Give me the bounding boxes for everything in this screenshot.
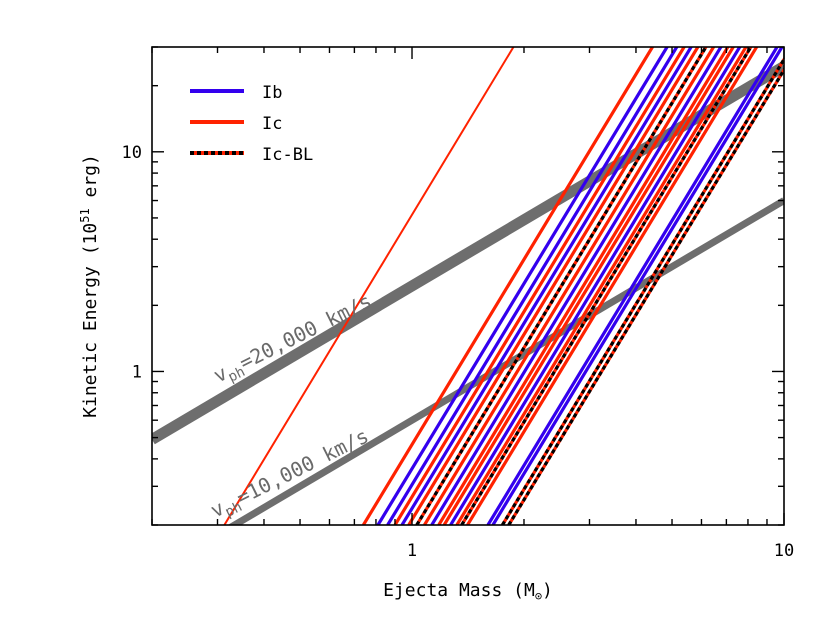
- series-line-ic-14: [466, 47, 759, 525]
- velocity-label-10000: vph=10,000 km/s: [207, 424, 375, 526]
- legend-label-ib: Ib: [262, 83, 282, 103]
- series-line-icbl-17: [501, 56, 784, 525]
- series-line-icbl-18: [507, 66, 784, 525]
- series-line-ib-8: [430, 47, 723, 525]
- series-line-ic-7: [423, 47, 716, 525]
- x-tick-label: 10: [774, 541, 794, 561]
- series-line-ic-5: [407, 47, 700, 525]
- series-line-ib-11: [449, 47, 742, 525]
- y-tick-label: 1: [132, 362, 142, 382]
- series-line-ib-2: [386, 47, 679, 525]
- x-axis-label: Ejecta Mass (M⊙): [383, 580, 553, 603]
- y-tick-label: 10: [122, 143, 142, 163]
- axis-ticks: 1 10 1 10: [122, 46, 794, 561]
- legend-label-ic: Ic: [262, 114, 282, 134]
- legend-label-icbl: Ic-BL: [262, 145, 313, 165]
- plot-frame: [151, 46, 785, 526]
- plot-lines: [152, 47, 784, 525]
- series-line-icbl-6: [415, 47, 708, 525]
- series-line-ic-0: [361, 47, 655, 525]
- series-line-ic-9: [437, 47, 730, 525]
- velocity-label-20000: vph=20,000 km/s: [210, 289, 378, 391]
- series-line-ib-4: [400, 47, 693, 525]
- series-line-ic-3: [393, 47, 686, 525]
- series-line-ib-1: [376, 47, 669, 525]
- series-line-ib-16: [491, 47, 784, 525]
- series-line-ic-19: [223, 47, 515, 525]
- series-line-icbl-13: [460, 47, 753, 525]
- series-line-ic-12: [455, 47, 748, 525]
- y-axis-label: Kinetic Energy (1051 erg): [78, 154, 101, 418]
- velocity-line-1: [227, 197, 784, 525]
- series-line-ib-15: [486, 47, 779, 525]
- series-line-ic-10: [442, 47, 736, 525]
- legend: Ib Ic Ic-BL: [190, 83, 313, 165]
- x-tick-label: 1: [407, 541, 417, 561]
